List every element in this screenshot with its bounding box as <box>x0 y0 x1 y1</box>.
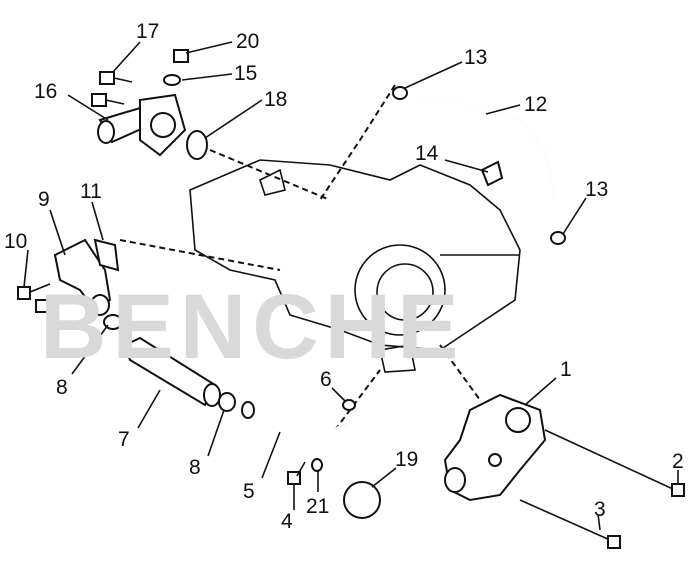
engine-outline <box>119 84 521 431</box>
pipe-5 <box>241 401 347 444</box>
leader-lines <box>23 41 679 531</box>
callout-15: 15 <box>234 62 257 85</box>
callout-8-bottom: 8 <box>189 456 201 479</box>
hose-7 <box>123 336 236 412</box>
callout-13-top: 13 <box>464 46 487 69</box>
callout-19: 19 <box>395 448 418 471</box>
callout-20: 20 <box>236 30 259 53</box>
callout-2: 2 <box>672 450 684 473</box>
o-ring-6 <box>342 399 356 411</box>
o-ring-18 <box>186 130 208 160</box>
callout-4: 4 <box>281 510 293 533</box>
bolts-4-21 <box>287 458 323 485</box>
bolt-20-washer-15 <box>163 49 189 86</box>
o-ring-19 <box>343 481 381 519</box>
callout-17: 17 <box>136 20 159 43</box>
bolts-2-3 <box>519 429 685 549</box>
callout-14: 14 <box>415 142 439 165</box>
thermostat-cover-9 <box>17 238 123 330</box>
callout-13-right: 13 <box>585 178 608 201</box>
callout-1: 1 <box>560 358 572 381</box>
callout-10: 10 <box>4 230 27 253</box>
callout-5: 5 <box>243 480 255 503</box>
callout-8-left: 8 <box>56 376 68 399</box>
callout-9: 9 <box>38 188 50 211</box>
callout-11: 11 <box>80 180 102 203</box>
thermostat-housing-16 <box>97 93 187 157</box>
bolts-17 <box>91 71 133 107</box>
callout-16: 16 <box>34 80 57 103</box>
callout-18: 18 <box>264 88 287 111</box>
callout-6: 6 <box>320 368 332 391</box>
watermark: BENCHE <box>40 276 464 378</box>
water-pump-1 <box>443 393 547 502</box>
callout-21: 21 <box>306 495 329 518</box>
callout-3: 3 <box>594 498 606 521</box>
water-pipe-12 <box>392 86 566 245</box>
callout-7: 7 <box>118 428 130 451</box>
callout-12: 12 <box>524 93 547 116</box>
